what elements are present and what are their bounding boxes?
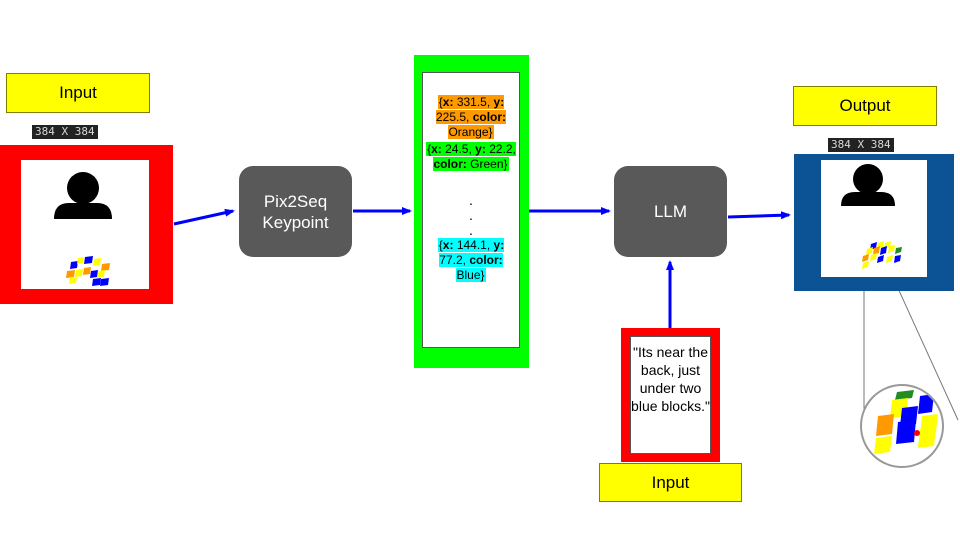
pix2seq-label-line2: Keypoint [262, 212, 329, 232]
output-image-frame [794, 154, 954, 291]
llm-node: LLM [614, 166, 727, 257]
keypoint-entry-green: {x: 24.5, y: 22.2, color: Green} [426, 142, 516, 171]
color-blocks-icon [862, 241, 902, 269]
input-image-label: Input [6, 73, 150, 113]
text-input-quote: "Its near the back, just under two blue … [630, 336, 711, 454]
pix2seq-label-line1: Pix2Seq [263, 191, 328, 211]
keypoint-sequence-panel: {x: 331.5, y: 225.5, color: Orange} {x: … [422, 72, 520, 348]
input-image-frame [0, 145, 173, 304]
input-image-size: 384 X 384 [32, 125, 98, 139]
sequence-ellipsis-2: . [469, 207, 473, 223]
text-input-label: Input [599, 463, 742, 502]
output-image-label: Output [793, 86, 937, 126]
output-image-size: 384 X 384 [828, 138, 894, 152]
llm-label: LLM [653, 202, 688, 221]
color-blocks-icon [66, 256, 110, 286]
arrow-llm-to-output [727, 211, 791, 220]
zoom-blocks-icon [874, 390, 938, 454]
sequence-ellipsis-3: . [469, 222, 473, 238]
person-icon [54, 172, 112, 219]
person-icon [841, 164, 895, 206]
sequence-ellipsis-1: . [469, 192, 473, 208]
keypoint-entry-cyan: {x: 144.1, y: 77.2, color: Blue} [437, 238, 505, 282]
keypoint-sequence-frame: {x: 331.5, y: 225.5, color: Orange} {x: … [414, 55, 529, 368]
keypoint-entry-orange: {x: 331.5, y: 225.5, color: Orange} [435, 95, 507, 139]
input-image-canvas [21, 160, 149, 289]
text-input-frame: "Its near the back, just under two blue … [621, 328, 720, 462]
output-image-canvas [821, 160, 927, 277]
pix2seq-keypoint-node: Pix2Seq Keypoint [239, 166, 352, 257]
arrow-input-to-pix2seq [173, 208, 235, 226]
zoom-inset-icon [860, 384, 944, 468]
